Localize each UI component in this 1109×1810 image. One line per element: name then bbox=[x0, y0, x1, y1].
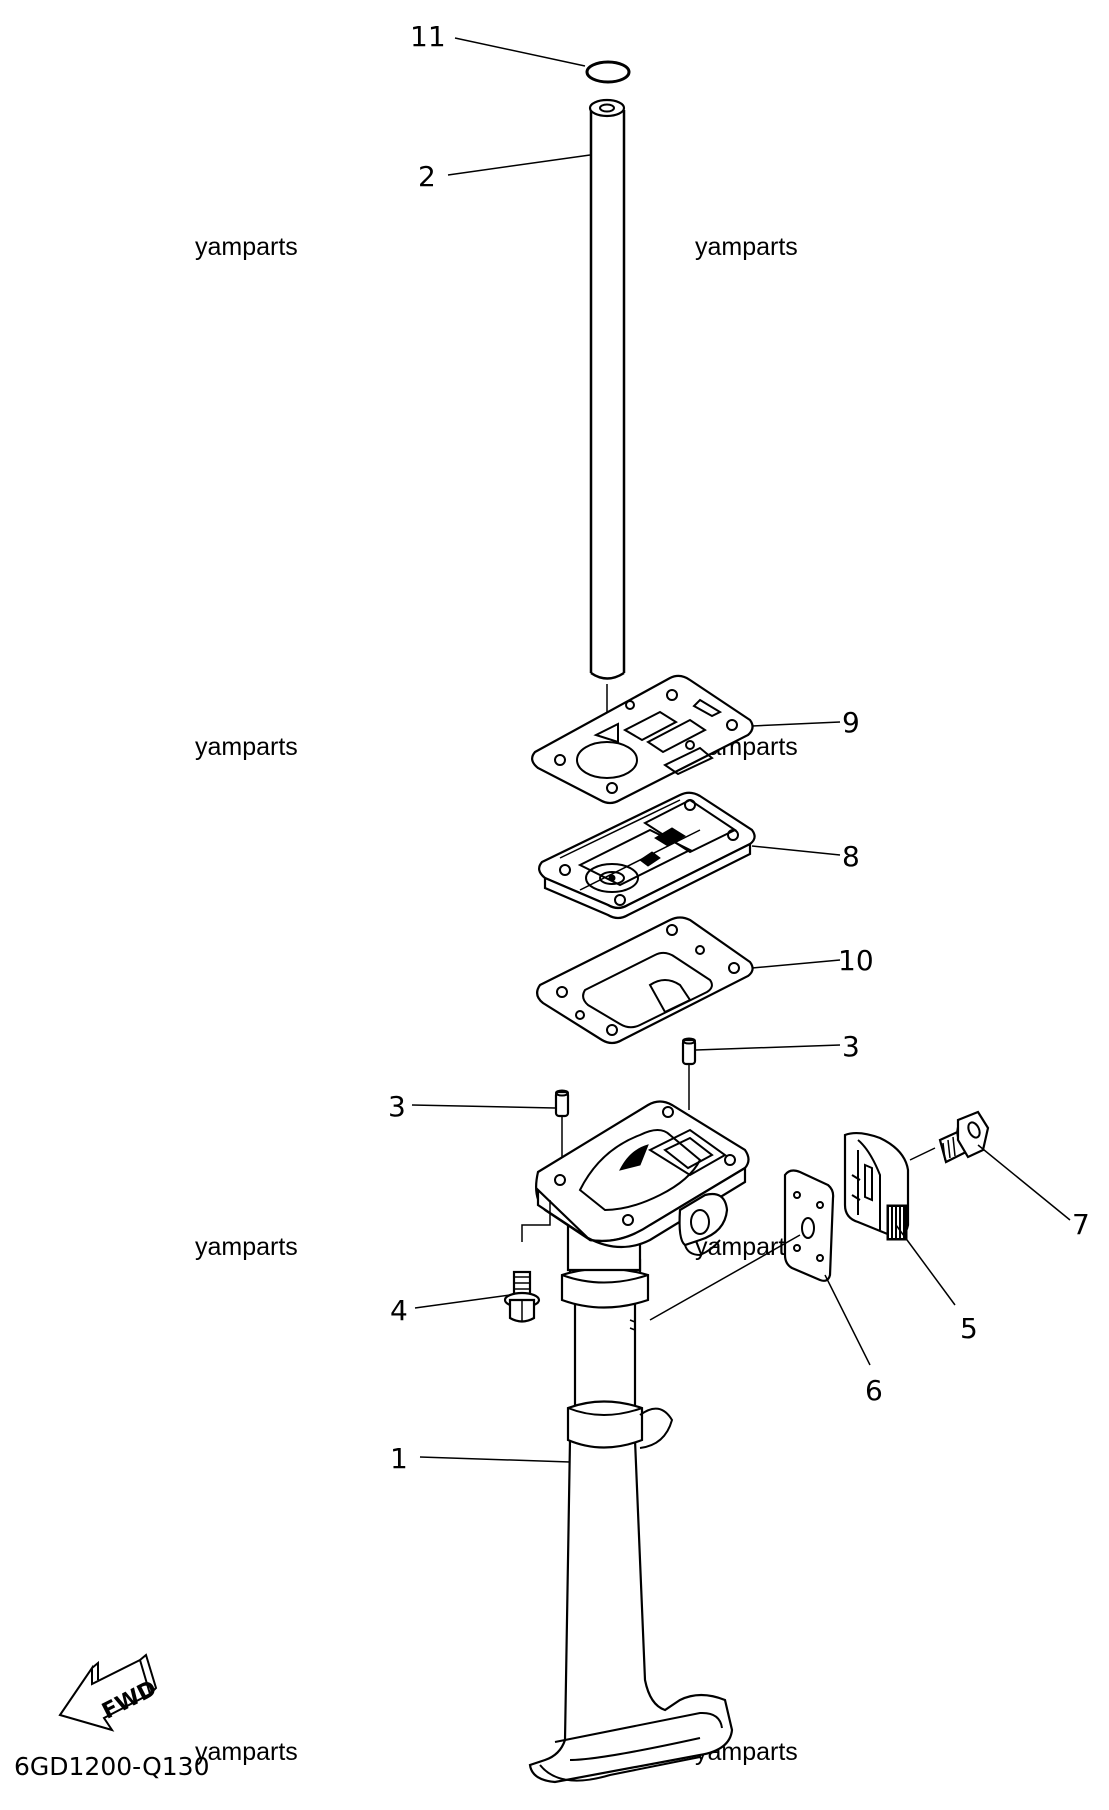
upper-casing-part-1 bbox=[528, 1100, 750, 1784]
part-number-8: 8 bbox=[842, 840, 860, 873]
watermark: yamparts bbox=[195, 1233, 298, 1261]
plate-part-8 bbox=[538, 791, 756, 920]
screw-part-7 bbox=[909, 1110, 990, 1164]
dowel-pin-part-3-right bbox=[681, 1037, 697, 1110]
leader-lines bbox=[411, 37, 1071, 1463]
watermark: yamparts bbox=[695, 233, 798, 261]
fwd-arrow-icon: FWD bbox=[58, 1653, 161, 1732]
cover-part-5 bbox=[843, 1131, 910, 1241]
part-number-3-left: 3 bbox=[388, 1090, 406, 1123]
part-number-9: 9 bbox=[842, 706, 860, 739]
part-number-6: 6 bbox=[865, 1374, 883, 1407]
part-number-2: 2 bbox=[418, 160, 436, 193]
part-number-7: 7 bbox=[1072, 1208, 1090, 1241]
gasket-part-10 bbox=[536, 916, 754, 1045]
part-number-10: 10 bbox=[838, 944, 874, 977]
diagram-code: 6GD1200-Q130 bbox=[14, 1752, 209, 1781]
watermark: yamparts bbox=[195, 733, 298, 761]
part-number-1: 1 bbox=[390, 1442, 408, 1475]
gasket-plate-part-6 bbox=[649, 1169, 835, 1321]
watermark: yamparts bbox=[195, 1738, 298, 1766]
part-number-11: 11 bbox=[410, 20, 446, 53]
part-number-5: 5 bbox=[960, 1312, 978, 1345]
o-ring-part-11 bbox=[585, 60, 631, 84]
watermark: yamparts bbox=[695, 1233, 798, 1261]
part-number-3-right: 3 bbox=[842, 1030, 860, 1063]
watermark: yamparts bbox=[195, 233, 298, 261]
tube-part-2 bbox=[588, 98, 626, 760]
gasket-part-9 bbox=[531, 674, 754, 805]
bolt-part-4 bbox=[503, 1200, 551, 1323]
part-number-4: 4 bbox=[390, 1294, 408, 1327]
